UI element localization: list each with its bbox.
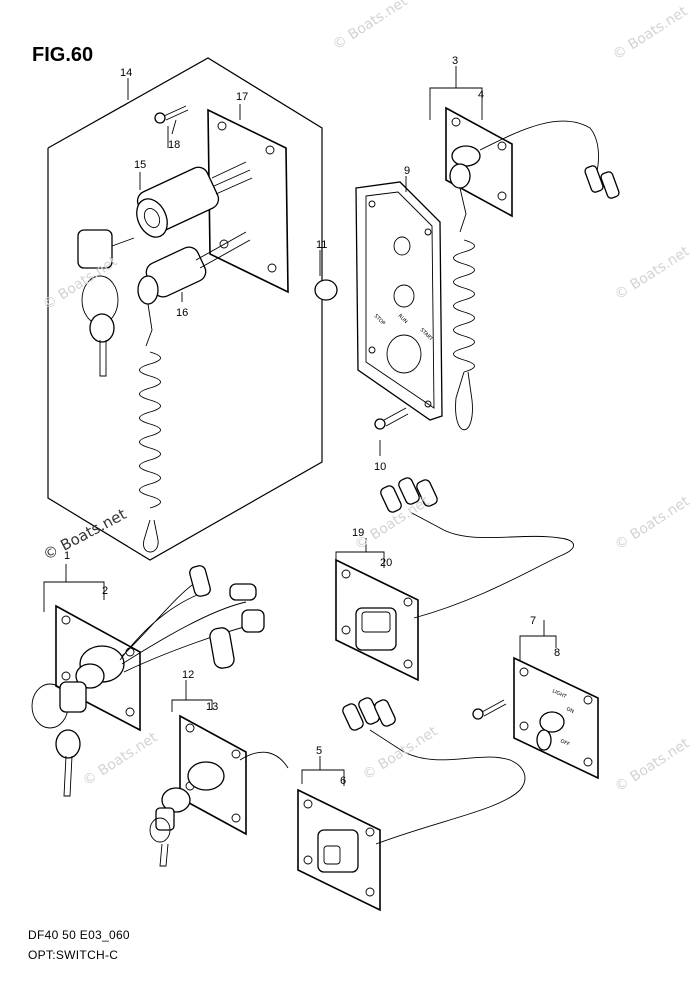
ignition-key-15	[77, 229, 135, 377]
figure-code: DF40 50 E03_060	[28, 928, 130, 942]
callout-5: 5	[316, 745, 322, 757]
callout-numbers: 1 2 3 4 5 6 7 8 9 10 11 12 13 14 15 16 1…	[64, 55, 560, 787]
callout-14: 14	[120, 67, 132, 79]
cap-11	[314, 279, 338, 301]
figure-caption: OPT:SWITCH-C	[28, 948, 119, 962]
switch-panel-9: STOP RUN START	[355, 181, 443, 421]
switch-label-off: OFF	[559, 738, 570, 748]
callout-1: 1	[64, 550, 70, 562]
screw-7	[472, 699, 507, 720]
callout-15: 15	[134, 159, 146, 171]
callout-18: 18	[168, 139, 180, 151]
key-switch-15	[136, 161, 253, 238]
callout-leaders	[43, 66, 557, 786]
stop-switch-16	[137, 231, 251, 553]
callout-7: 7	[530, 615, 536, 627]
stop-switch-4	[449, 120, 620, 431]
screw-10	[374, 407, 409, 430]
main-switch-2	[75, 565, 265, 689]
callout-11: 11	[316, 239, 327, 251]
mounting-plate-17	[207, 108, 289, 294]
key-switch-13	[149, 751, 289, 867]
rocker-switch-20	[355, 477, 574, 651]
figure-title: FIG.60	[32, 44, 94, 66]
screw-18	[154, 105, 189, 124]
callout-3: 3	[452, 55, 458, 67]
callout-19: 19	[352, 527, 364, 539]
callout-16: 16	[176, 307, 188, 319]
callout-13: 13	[206, 701, 218, 713]
callout-10: 10	[374, 461, 386, 473]
rocker-switch-6	[317, 697, 526, 873]
callout-9: 9	[404, 165, 410, 177]
callout-20: 20	[380, 557, 392, 569]
callout-8: 8	[554, 647, 560, 659]
mounting-plate-3	[445, 106, 513, 218]
ignition-key-2	[31, 681, 87, 797]
kit-outline-14	[47, 57, 323, 561]
switch-label-on: ON	[565, 706, 575, 715]
callout-17: 17	[236, 91, 248, 103]
callout-4: 4	[478, 89, 484, 101]
callout-12: 12	[182, 669, 194, 681]
callout-6: 6	[340, 775, 346, 787]
callout-2: 2	[102, 585, 108, 597]
